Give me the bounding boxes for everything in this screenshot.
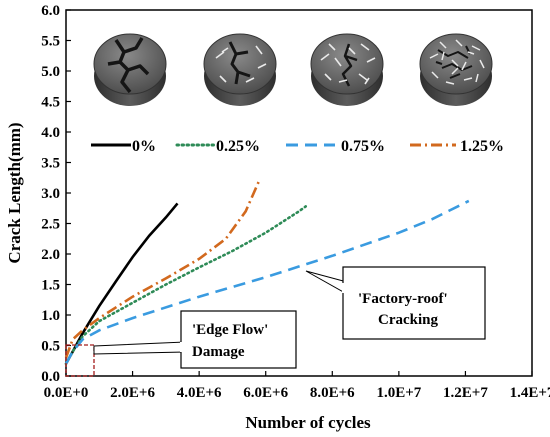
factory-roof-line-1: 'Factory-roof' (358, 291, 448, 307)
legend-label-125: 1.25% (460, 138, 504, 155)
x-tick-label-1: 2.0E+6 (110, 385, 155, 401)
y-tick-label-3: 1.5 (41, 278, 60, 294)
factory-roof-callout (342, 266, 486, 340)
x-tick-label-3: 6.0E+6 (243, 385, 288, 401)
factory-roof-pointer (305, 270, 348, 295)
sample-discs (93, 33, 493, 106)
x-tick-label-7: 1.4E+7 (510, 385, 550, 401)
series-line-2 (64, 199, 470, 365)
edge-flow-callout (180, 310, 297, 369)
legend-label-0: 0% (132, 138, 156, 155)
x-tick-label-5: 1.0E+7 (376, 385, 421, 401)
y-tick-label-1: 0.5 (41, 339, 60, 355)
edge-flow-region (65, 344, 95, 377)
edge-flow-annotation: 'Edge Flow' Damage (65, 310, 297, 377)
y-tick-label-2: 1.0 (41, 308, 60, 324)
disc-0-icon (93, 33, 167, 106)
y-tick-label-5: 2.5 (41, 217, 60, 233)
legend-label-075: 0.75% (341, 138, 385, 155)
y-tick-label-10: 5.0 (41, 64, 60, 80)
x-tick-label-4: 8.0E+6 (310, 385, 355, 401)
y-axis-title: Crack Length(mm) (5, 122, 24, 263)
legend-label-025: 0.25% (216, 138, 260, 155)
y-tick-label-0: 0.0 (41, 369, 60, 385)
y-tick-label-9: 4.5 (41, 95, 60, 111)
edge-flow-line-2: Damage (192, 344, 245, 360)
y-tick-label-4: 2.0 (41, 247, 60, 263)
disc-075-icon (310, 33, 384, 106)
disc-125-icon (419, 33, 493, 106)
y-tick-label-7: 3.5 (41, 156, 60, 172)
y-tick-label-11: 5.5 (41, 34, 60, 50)
edge-flow-line-1: 'Edge Flow' (192, 322, 268, 338)
x-tick-label-2: 4.0E+6 (177, 385, 222, 401)
edge-flow-pointer (93, 341, 186, 355)
y-tick-label-12: 6.0 (41, 3, 60, 19)
y-tick-label-8: 4.0 (41, 125, 60, 141)
factory-roof-line-2: Cracking (378, 312, 439, 328)
legend: 0% 0.25% 0.75% 1.25% (91, 138, 504, 155)
tick-layer: 0.0E+0 2.0E+6 4.0E+6 6.0E+6 8.0E+6 1.0E+7 1.2E… (41, 3, 550, 401)
x-axis-title: Number of cycles (245, 413, 371, 432)
y-tick-label-6: 3.0 (41, 186, 60, 202)
series-line-3 (64, 180, 261, 359)
disc-025-icon (203, 33, 277, 106)
x-tick-label-0: 0.0E+0 (44, 385, 89, 401)
factory-roof-annotation: 'Factory-roof' Cracking (305, 266, 486, 340)
x-tick-label-6: 1.2E+7 (443, 385, 488, 401)
